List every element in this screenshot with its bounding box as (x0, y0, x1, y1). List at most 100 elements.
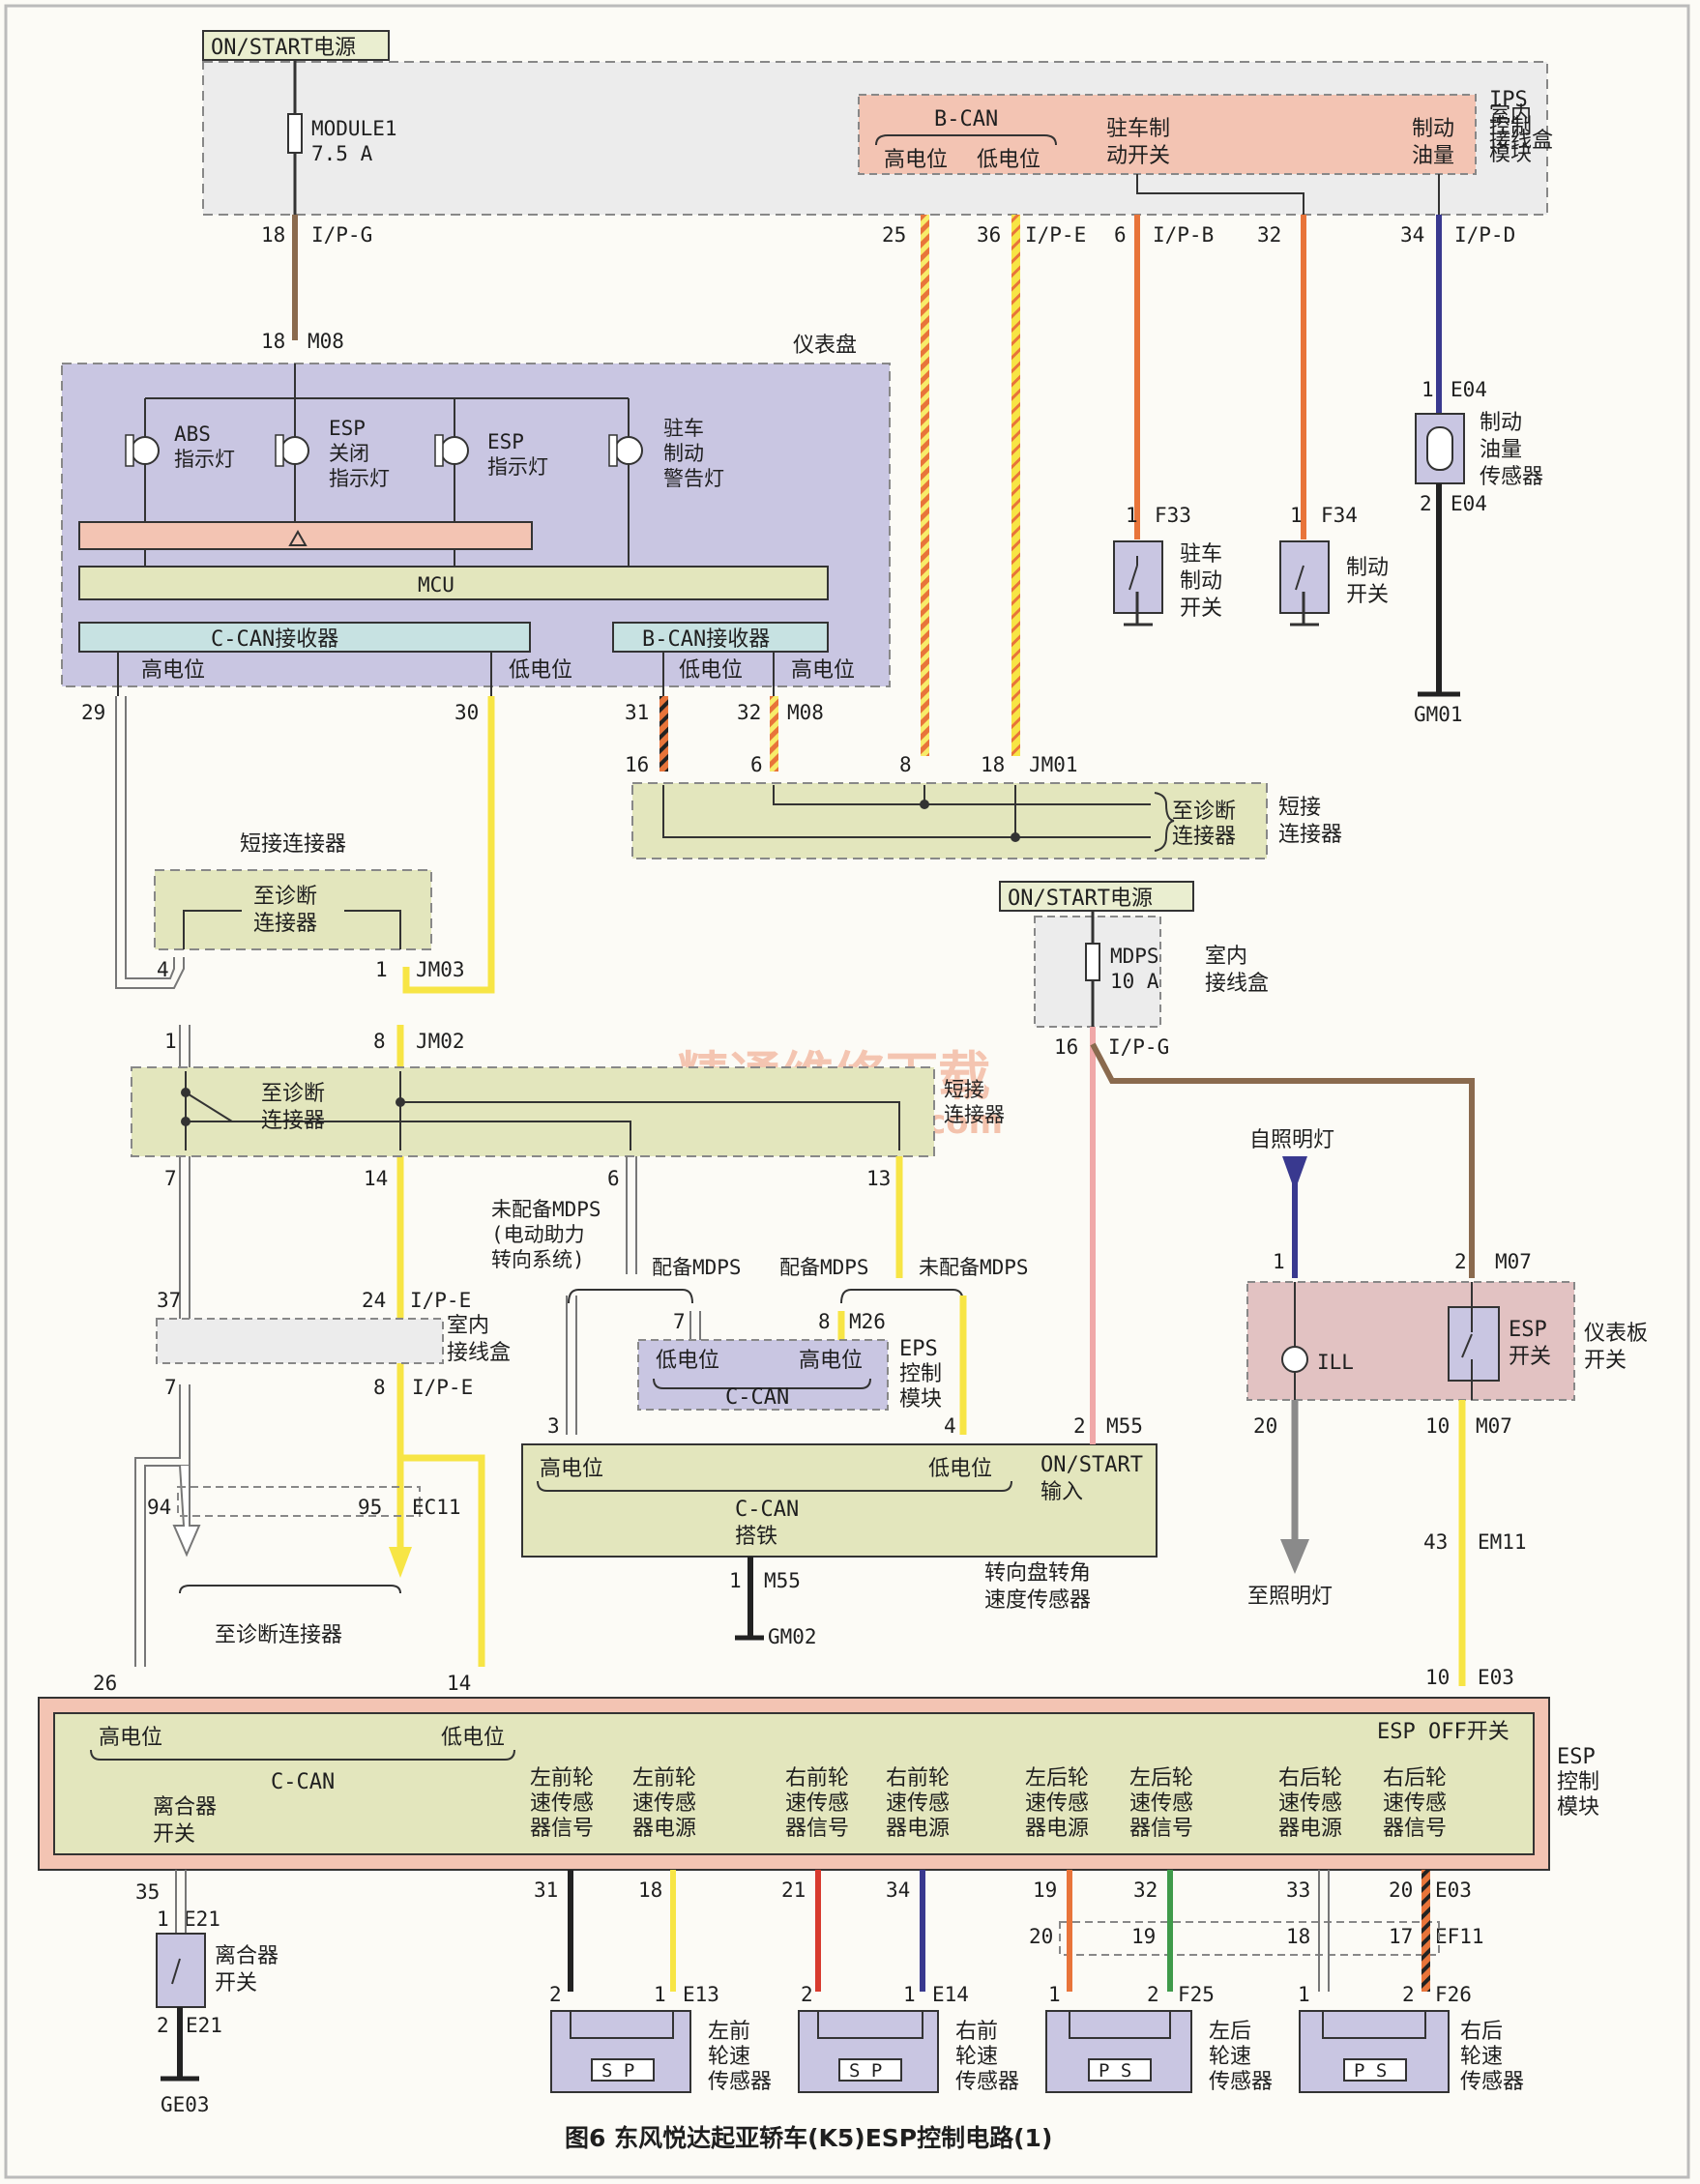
lamp-abs-label-2: 指示灯 (174, 448, 235, 471)
indoor-box-label-2: 接线盒 (1489, 129, 1553, 153)
short-connector-jm02 (131, 1066, 935, 1157)
figure-caption: 图6 东风悦达起亚轿车(K5)ESP控制电路(1) (565, 2124, 1052, 2152)
pin-1e: 1 (164, 1030, 177, 1053)
pin-e04a: E04 (1451, 378, 1487, 401)
pin-33: 33 (1286, 1878, 1310, 1902)
arrow-to-lamp (1280, 1539, 1309, 1574)
pin-3: 3 (547, 1414, 560, 1438)
clutch-label-1: 离合器 (215, 1944, 278, 1968)
pin-f33: F33 (1155, 504, 1191, 527)
pin-25: 25 (882, 223, 906, 247)
sensor-lr-label-2: 轮速 (1209, 2045, 1251, 2069)
lamp-abs-label-1: ABS (174, 422, 211, 446)
ips-fluid-label-2: 油量 (1412, 144, 1454, 168)
fuse-mdps-name: MDPS (1110, 945, 1159, 968)
wire-white-eps-hi (566, 1296, 701, 1435)
eps-label-2: 控制 (899, 1362, 942, 1386)
fuse-module1-name: MODULE1 (311, 117, 397, 140)
lamp-park-label-2: 制动 (663, 442, 704, 465)
short-conn2-label: 短接连接器 (240, 832, 346, 857)
esp-ccan-label: C-CAN (271, 1770, 335, 1794)
esp-hi-label: 高电位 (99, 1726, 162, 1750)
ill-label: ILL (1317, 1351, 1354, 1374)
esp-module-label-2: 控制 (1557, 1770, 1599, 1794)
ccan-receiver-label: C-CAN接收器 (211, 627, 338, 652)
brake-switch-label-1: 制动 (1346, 556, 1389, 580)
sig-0-1: 左前轮 (530, 1766, 594, 1791)
sensor-lf-sp: S P (601, 2060, 634, 2082)
sig-1-3: 器电源 (632, 1817, 696, 1841)
pin-4: 4 (157, 958, 169, 981)
sensor-rr-label-2: 轮速 (1460, 2045, 1503, 2069)
jm02-short-label-2: 连接器 (944, 1103, 1005, 1126)
lamp-esp-off-label-2: 关闭 (329, 442, 369, 465)
sas-ccan-label-2: 搭铁 (735, 1525, 777, 1549)
wire-cluster-bcan-hi (770, 696, 778, 772)
eps-label-3: 模块 (899, 1387, 942, 1412)
lamp-park-brake: 驻车 制动 警告灯 (608, 398, 724, 567)
indoor-box-mdps-label-2: 接线盒 (1205, 972, 1269, 996)
sensor-lr-ps: P S (1099, 2060, 1131, 2082)
arrow-self-lamp (1282, 1156, 1307, 1191)
ips-module-label-1: IPS (1489, 88, 1528, 112)
pin-2d: 2 (157, 2014, 169, 2037)
pin-7: 7 (164, 1167, 177, 1190)
pin-95: 95 (358, 1496, 382, 1519)
pin-ipe: I/P-E (1025, 223, 1086, 247)
pin-1c: 1 (1422, 378, 1434, 401)
pin-29: 29 (81, 701, 105, 724)
esp-module-label-3: 模块 (1557, 1795, 1599, 1820)
jm02-to-diag-1: 至诊断 (261, 1082, 325, 1106)
pin-16b: 16 (1054, 1035, 1078, 1059)
ccan-receiver (78, 622, 531, 653)
sig-4-2: 速传感 (1025, 1791, 1089, 1816)
pin-7b: 7 (164, 1376, 177, 1399)
pin-e03b: E03 (1435, 1878, 1472, 1902)
pin-10: 10 (1425, 1414, 1450, 1438)
eps-ccan-label: C-CAN (725, 1385, 789, 1410)
lamp-esp-label-1: ESP (487, 430, 524, 453)
sig-3-2: 速传感 (886, 1791, 950, 1816)
pin-13: 13 (866, 1167, 891, 1190)
pin-94: 94 (147, 1496, 171, 1519)
lamp-esp-label-2: 指示灯 (487, 455, 548, 479)
pin-35: 35 (135, 1880, 160, 1904)
lamp-esp-off-label-1: ESP (329, 417, 366, 440)
pin-16: 16 (625, 753, 649, 776)
cluster-bcan-lo: 低电位 (679, 658, 743, 683)
sensor-connector-pins: 2 1 E13 2 1 E14 1 2 F25 1 2 F26 (549, 1983, 1472, 2006)
power-label-mdps: ON/START电源 (1008, 887, 1153, 911)
panel-switch-label-2: 开关 (1584, 1349, 1627, 1373)
ips-bcan-label: B-CAN (934, 107, 998, 131)
wire-yellow-ccan-lo-a (402, 696, 495, 994)
pin-e13: E13 (683, 1983, 719, 2006)
pin-10b: 10 (1425, 1666, 1450, 1689)
sig-1-2: 速传感 (632, 1791, 696, 1816)
lamp-abs: ABS 指示灯 (125, 398, 235, 522)
pin-em11: EM11 (1478, 1530, 1527, 1554)
sig-6-2: 速传感 (1278, 1791, 1342, 1816)
park-switch-label-3: 开关 (1180, 597, 1222, 621)
pin-m07: M07 (1495, 1250, 1532, 1273)
ips-fluid-label-1: 制动 (1412, 117, 1454, 141)
pin-6b: 6 (750, 753, 763, 776)
sensor-rr-label-3: 传感器 (1460, 2070, 1524, 2094)
pin-20c: 20 (1029, 1925, 1053, 1948)
pin-ipb: I/P-B (1153, 223, 1214, 247)
sensor-rf: S P 右前 轮速 传感器 (798, 2010, 1019, 2094)
sas-label-2: 速度传感器 (984, 1588, 1091, 1613)
pin-jm02: JM02 (416, 1030, 465, 1053)
pin-1f: 1 (729, 1569, 742, 1592)
fuse-mdps (1085, 943, 1100, 981)
pin-18e: 18 (1286, 1925, 1310, 1948)
mcu-label: MCU (418, 573, 454, 597)
cluster-ccan-lo: 低电位 (509, 658, 572, 683)
eps-lo-label: 低电位 (656, 1349, 719, 1373)
esp-signal-labels: 左前轮 速传感 器信号 左前轮 速传感 器电源 右前轮 速传感 器信号 右前轮 … (530, 1766, 1447, 1841)
fuse-module1: MODULE1 7.5 A (287, 60, 397, 215)
eps-control-module (637, 1339, 889, 1411)
esp-lo-label: 低电位 (441, 1726, 505, 1750)
pin-1g: 1 (1273, 1250, 1285, 1273)
pin-m08b: M08 (787, 701, 824, 724)
sas-ccan-label-1: C-CAN (735, 1498, 799, 1522)
